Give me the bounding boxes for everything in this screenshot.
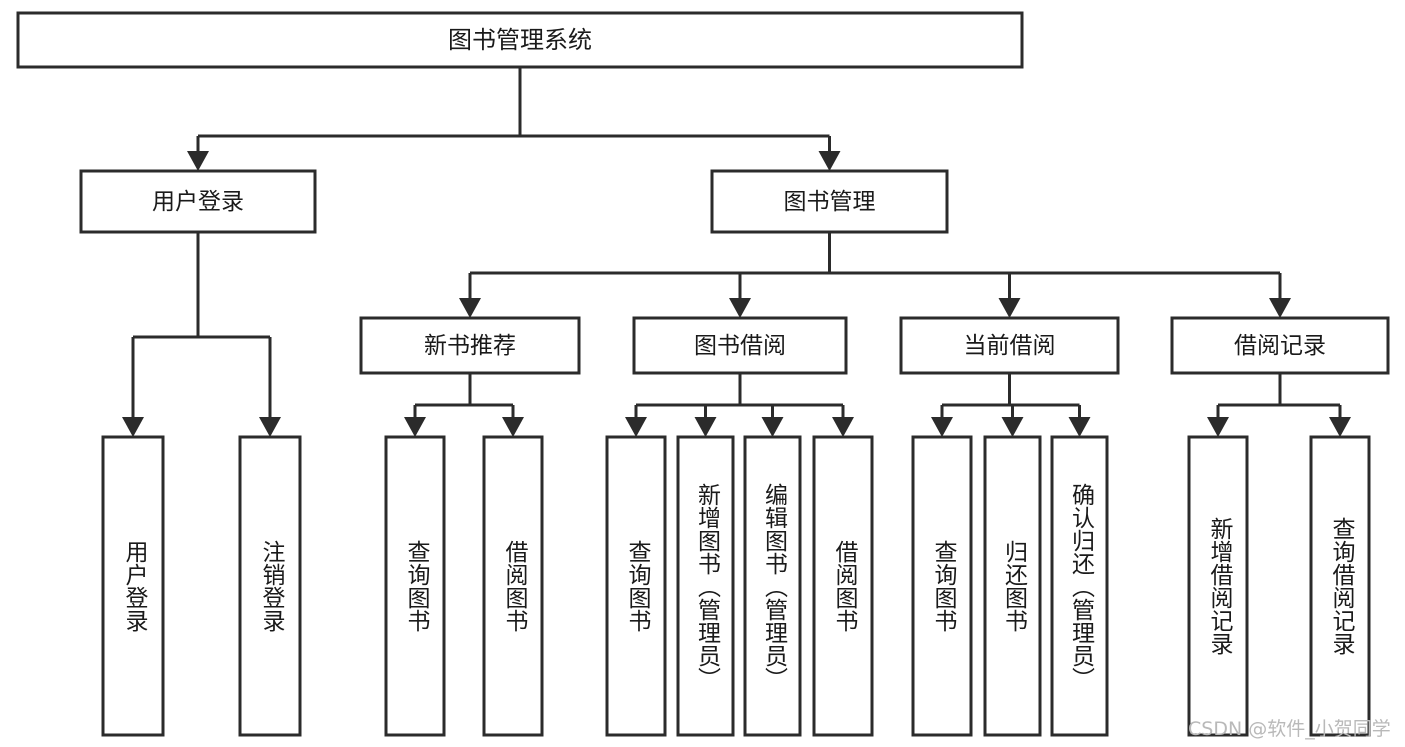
arrow-head-icon <box>122 417 144 437</box>
node-label-user-login: 用户登录 <box>152 189 244 215</box>
node-box-user-login[interactable] <box>79 169 317 234</box>
arrow-head-icon <box>998 298 1021 318</box>
arrow-head-icon <box>1068 417 1091 437</box>
node-box-leaf-user-login[interactable] <box>101 435 165 737</box>
node-label-root: 图书管理系统 <box>448 26 592 54</box>
node-box-leaf-query-book-2[interactable] <box>605 435 667 737</box>
arrow-head-icon <box>404 417 426 437</box>
node-label-new-book-rec: 新书推荐 <box>424 333 516 359</box>
node-box-leaf-query-book-1[interactable] <box>384 435 446 737</box>
arrow-head-icon <box>1329 417 1351 437</box>
node-box-leaf-return-book[interactable] <box>983 435 1042 737</box>
node-box-leaf-add-record[interactable] <box>1187 435 1249 737</box>
arrow-head-icon <box>625 417 647 437</box>
node-box-leaf-query-book-3[interactable] <box>911 435 973 737</box>
arrow-head-icon <box>694 417 717 437</box>
watermark: CSDN @软件_小贺同学 <box>1188 718 1391 740</box>
node-box-leaf-edit-book[interactable] <box>743 435 802 737</box>
arrow-head-icon <box>832 417 854 437</box>
node-box-current-borrow[interactable] <box>899 316 1120 375</box>
node-box-book-borrow[interactable] <box>632 316 848 375</box>
node-box-borrow-record[interactable] <box>1170 316 1390 375</box>
arrow-head-icon <box>1001 417 1024 437</box>
arrow-head-icon <box>729 298 751 318</box>
node-box-leaf-add-book[interactable] <box>676 435 735 737</box>
arrow-head-icon <box>1269 298 1291 318</box>
node-box-leaf-query-record[interactable] <box>1309 435 1371 737</box>
arrow-head-icon <box>459 298 481 318</box>
arrow-head-icon <box>931 417 953 437</box>
arrow-head-icon <box>502 417 524 437</box>
node-box-leaf-confirm-return[interactable] <box>1050 435 1109 737</box>
node-box-root[interactable] <box>16 11 1024 69</box>
node-label-borrow-record: 借阅记录 <box>1234 333 1326 359</box>
node-box-book-manage[interactable] <box>710 169 949 234</box>
node-label-current-borrow: 当前借阅 <box>964 333 1056 359</box>
arrow-head-icon <box>761 417 784 437</box>
node-box-leaf-logout[interactable] <box>238 435 302 737</box>
arrow-head-icon <box>818 151 841 171</box>
node-label-book-borrow: 图书借阅 <box>694 333 786 359</box>
arrow-head-icon <box>259 417 281 437</box>
node-box-leaf-borrow-book-1[interactable] <box>482 435 544 737</box>
connector-layer <box>122 67 1351 437</box>
box-layer <box>16 11 1390 737</box>
node-box-new-book-rec[interactable] <box>359 316 581 375</box>
arrow-head-icon <box>187 151 209 171</box>
node-box-leaf-borrow-book-2[interactable] <box>812 435 874 737</box>
node-label-book-manage: 图书管理 <box>784 189 876 215</box>
arrow-head-icon <box>1207 417 1229 437</box>
